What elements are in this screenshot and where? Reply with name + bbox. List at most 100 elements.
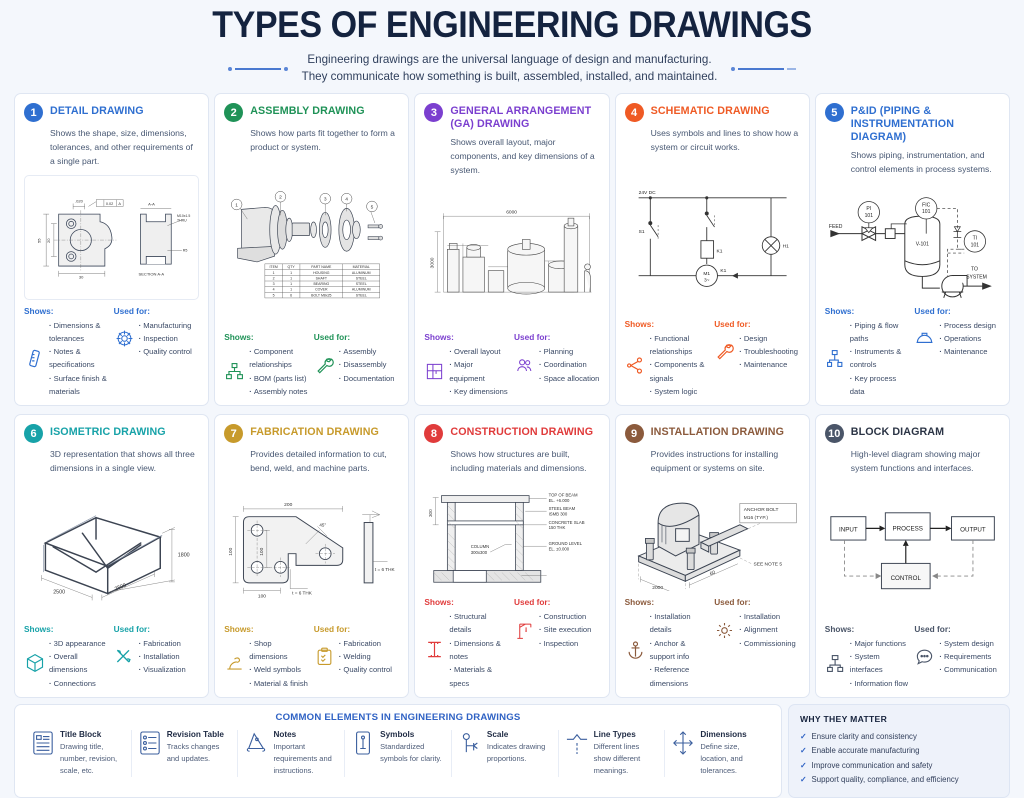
svg-text:COLUMN: COLUMN <box>471 544 490 549</box>
cards-row-1: 1 DETAIL DRAWING Shows the shape, size, … <box>14 93 1010 407</box>
svg-text:PART NAME: PART NAME <box>311 265 332 269</box>
gear-icon <box>714 619 735 642</box>
card-isometric-drawing[interactable]: 6 ISOMETRIC DRAWING 3D representation th… <box>14 414 210 698</box>
svg-text:100: 100 <box>258 594 266 600</box>
shows-heading: Shows: <box>824 305 855 316</box>
line-types-icon <box>566 730 588 756</box>
check-icon: ✓ <box>800 731 807 741</box>
used-for-heading: Used for: <box>113 623 151 634</box>
figure-fabricated-plate-detail: 200 100 100 100 45° t = 6 THK t = 6 THK <box>224 482 399 618</box>
common-element-name: Line Types <box>593 729 636 739</box>
used-for-column: Used for: Process design Operations Main… <box>914 306 1000 399</box>
list-item: System interfaces <box>850 650 911 677</box>
why-item-text: Enable accurate manufacturing <box>811 746 920 756</box>
ruler-icon <box>24 347 45 370</box>
weld-icon <box>224 652 245 675</box>
list-item: Requirements <box>939 650 996 663</box>
svg-text:.020: .020 <box>75 199 84 204</box>
why-they-matter-panel: WHY THEY MATTER ✓Ensure clarity and cons… <box>788 703 1010 798</box>
list-item: Dimensions & notes <box>449 637 510 664</box>
list-item: ✓Enable accurate manufacturing <box>800 744 998 758</box>
used-for-heading: Used for: <box>313 332 351 343</box>
list-item: Commissioning <box>739 637 796 650</box>
common-element-scale[interactable]: Scale Indicates drawing proportions. <box>452 729 559 778</box>
card-title: BLOCK DIAGRAM <box>850 426 945 439</box>
svg-text:60: 60 <box>709 570 717 578</box>
svg-text:6: 6 <box>290 294 292 298</box>
card-block-diagram[interactable]: 10 BLOCK DIAGRAM High-level diagram show… <box>814 414 1010 698</box>
card-lists: Shows: Dimensions & tolerances Notes & s… <box>24 306 199 399</box>
svg-text:V-101: V-101 <box>916 241 929 247</box>
list-item: Maintenance <box>739 358 798 371</box>
list-item: Shop dimensions <box>249 637 310 664</box>
svg-text:1: 1 <box>290 282 292 286</box>
target-gauge-icon <box>114 327 135 350</box>
card-schematic-drawing[interactable]: 4 SCHEMATIC DRAWING Uses symbols and lin… <box>614 93 810 407</box>
list-item: Inspection <box>539 637 591 650</box>
used-for-column: Used for: Construction Site execution In… <box>514 597 600 690</box>
list-item: Process design <box>939 319 996 332</box>
cube-icon <box>24 652 45 675</box>
used-for-column: Used for: Assembly Disassembly Documenta… <box>314 332 400 398</box>
common-element-notes[interactable]: Notes Important requirements and instruc… <box>238 729 346 778</box>
svg-text:300: 300 <box>428 509 433 517</box>
card-pid-drawing[interactable]: 5 P&ID (PIPING & INSTRUMENTATION DIAGRAM… <box>814 93 1010 407</box>
list-item: Alignment <box>739 623 796 636</box>
used-for-list: Process design Operations Maintenance <box>939 319 996 359</box>
svg-text:100: 100 <box>259 548 265 556</box>
used-for-list: Installation Alignment Commissioning <box>739 610 796 650</box>
svg-text:101: 101 <box>864 213 873 219</box>
common-element-dimensions[interactable]: Dimensions Define size, location, and to… <box>665 730 771 777</box>
svg-text:M16 (TYP.): M16 (TYP.) <box>743 515 768 521</box>
card-description: 3D representation that shows all three d… <box>50 449 195 474</box>
used-for-list: Planning Coordination Space allocation <box>539 345 600 385</box>
shows-column: Shows: Structural details Dimensions & n… <box>424 597 510 690</box>
list-item: Instruments & controls <box>850 345 911 372</box>
card-description: Uses symbols and lines to show how a sys… <box>650 128 799 153</box>
svg-text:ALUMINUM: ALUMINUM <box>352 288 371 292</box>
svg-text:5: 5 <box>371 205 374 211</box>
shows-list: Functional relationships Components & si… <box>650 332 711 398</box>
card-lists: Shows: Piping & flow paths Instruments &… <box>825 306 1000 399</box>
svg-text:CONTROL: CONTROL <box>890 575 921 582</box>
svg-text:CONCRETE SLAB: CONCRETE SLAB <box>549 520 585 525</box>
shows-list: Major functions System interfaces Inform… <box>850 637 911 690</box>
card-construction-drawing[interactable]: 8 CONSTRUCTION DRAWING Shows how structu… <box>414 414 610 698</box>
card-detail-drawing[interactable]: 1 DETAIL DRAWING Shows the shape, size, … <box>14 93 210 407</box>
people-icon <box>514 354 535 377</box>
shows-heading: Shows: <box>824 623 855 634</box>
common-element-desc: Important requirements and instructions. <box>273 741 332 776</box>
list-item: Connections <box>49 677 110 690</box>
svg-text:1: 1 <box>290 271 292 275</box>
card-title: GENERAL ARRANGEMENT (GA) DRAWING <box>450 105 592 131</box>
card-installation-drawing[interactable]: 9 INSTALLATION DRAWING Provides instruct… <box>614 414 810 698</box>
svg-text:TO: TO <box>971 266 978 272</box>
svg-text:HOUSING: HOUSING <box>313 271 330 275</box>
card-fabrication-drawing[interactable]: 7 FABRICATION DRAWING Provides detailed … <box>214 414 410 698</box>
title-block-icon <box>32 730 54 756</box>
wrench-icon <box>314 354 335 377</box>
list-item: Key process data <box>850 372 911 399</box>
check-icon: ✓ <box>800 760 807 770</box>
svg-text:QTY: QTY <box>288 265 296 269</box>
card-assembly-drawing[interactable]: 2 ASSEMBLY DRAWING Shows how parts fit t… <box>214 93 410 407</box>
common-element-title-block[interactable]: Title Block Drawing title, number, revis… <box>25 729 132 778</box>
svg-text:3000: 3000 <box>430 257 436 268</box>
svg-text:PROCESS: PROCESS <box>892 525 922 532</box>
svg-text:R5: R5 <box>183 249 188 253</box>
common-element-symbols[interactable]: Symbols Standardized symbols for clarity… <box>345 729 452 778</box>
card-general-arrangement-drawing[interactable]: 3 GENERAL ARRANGEMENT (GA) DRAWING Shows… <box>414 93 610 407</box>
common-elements-row: Title Block Drawing title, number, revis… <box>25 729 771 778</box>
common-element-revision-table[interactable]: Revision Table Tracks changes and update… <box>132 729 239 778</box>
card-number-badge: 3 <box>424 103 444 123</box>
used-for-heading: Used for: <box>513 332 551 343</box>
card-description: Provides detailed information to cut, be… <box>250 449 387 474</box>
list-item: Reference dimensions <box>650 663 711 690</box>
common-element-line-types[interactable]: Line Types Different lines show differen… <box>559 729 666 778</box>
list-item: Site execution <box>539 623 592 636</box>
svg-text:SEE NOTE 5: SEE NOTE 5 <box>753 562 782 568</box>
svg-text:S1: S1 <box>638 229 644 235</box>
list-item: Anchor & support info <box>650 637 711 664</box>
decorative-line-left <box>227 66 288 71</box>
svg-text:100: 100 <box>228 548 234 556</box>
